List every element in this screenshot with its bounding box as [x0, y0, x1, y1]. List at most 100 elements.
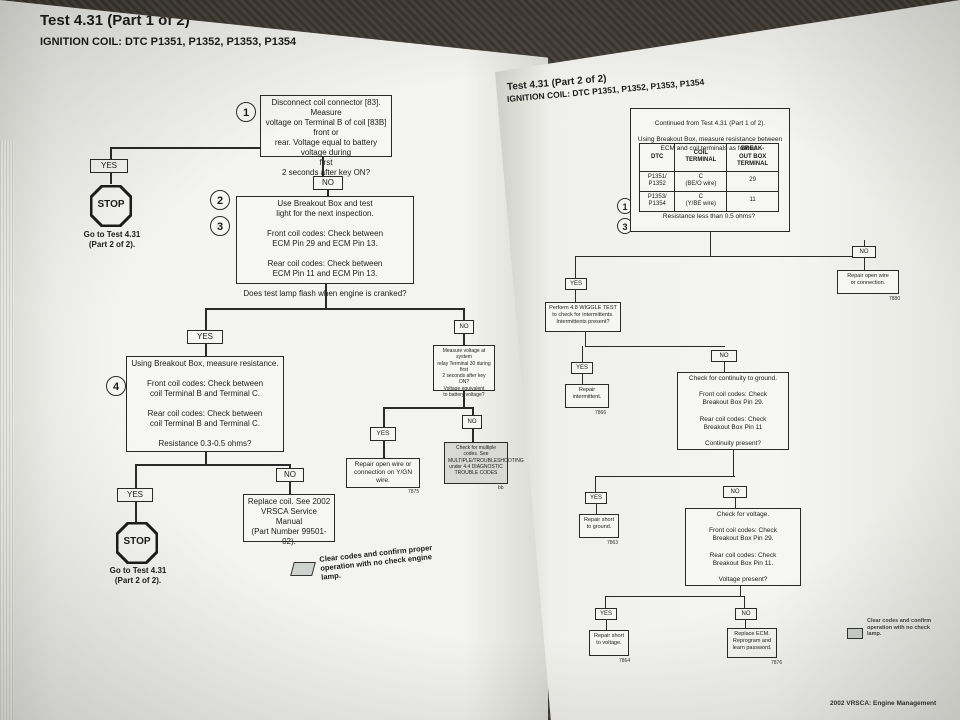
connector: [135, 464, 137, 488]
connector: [596, 504, 598, 514]
clear-codes-note: Clear codes and confirm operation with n…: [867, 618, 932, 638]
connector: [110, 147, 260, 149]
repair-wire-box: Repair open wire or connection on Y/GN w…: [346, 458, 420, 488]
connector: [710, 232, 712, 256]
yes-label: YES: [571, 362, 593, 374]
no-label: NO: [735, 608, 757, 620]
figure-number: 7866: [595, 410, 607, 416]
connector: [575, 256, 865, 258]
yes-label: YES: [187, 330, 223, 344]
page-edges: [0, 140, 14, 720]
connector: [744, 596, 746, 608]
measure-relay-box: Measure voltage at system relay Terminal…: [433, 345, 495, 398]
connector: [289, 481, 291, 495]
repair-open-box: Repair open wire or connection.: [837, 270, 899, 294]
connector: [585, 346, 725, 348]
connector: [383, 440, 385, 460]
step-number-4: 4: [106, 376, 126, 396]
table-cell: P1353/ P1354: [638, 190, 676, 212]
table-cell: C (BE/O wire): [674, 170, 728, 192]
step-number-2: 2: [210, 190, 230, 210]
stop-text: STOP: [123, 536, 151, 547]
connector: [322, 157, 324, 177]
table-cell: C (Y/BE wire): [674, 190, 728, 212]
connector: [605, 596, 607, 608]
connector: [463, 308, 465, 320]
clear-codes-note: Clear codes and confirm proper operation…: [318, 543, 433, 582]
yes-label: YES: [595, 608, 617, 620]
no-label: NO: [852, 246, 876, 258]
connector: [205, 308, 463, 310]
no-label: NO: [276, 468, 304, 482]
yes-label: YES: [90, 159, 128, 173]
connector: [575, 256, 577, 278]
check-voltage-box: Check for voltage. Front coil codes: Che…: [685, 508, 801, 586]
table-cell: 11: [726, 190, 779, 212]
step-number-1: 1: [236, 102, 256, 122]
goto-part2-caption: Go to Test 4.31 (Part 2 of 2).: [83, 230, 141, 249]
connector: [864, 258, 866, 272]
no-label: NO: [454, 320, 474, 334]
figure-number: 7864: [619, 658, 631, 664]
check-multiple-codes-box: Check for multiple codes. See MULTIPLE/T…: [444, 442, 524, 484]
continued-box: Continued from Test 4.31 (Part 1 of 2). …: [630, 108, 790, 232]
continuity-box: Check for continuity to ground. Front co…: [677, 372, 789, 450]
connector: [205, 308, 207, 330]
table-row: P1353/ P1354 C (Y/BE wire) 11: [638, 190, 779, 212]
repair-intermittent-box: Repair intermittent.: [565, 384, 609, 408]
connector: [289, 464, 291, 470]
yes-label: YES: [117, 488, 153, 502]
connector: [205, 343, 207, 357]
left-page: Test 4.31 (Part 1 of 2) IGNITION COIL: D…: [0, 0, 548, 720]
connector: [605, 596, 745, 598]
connector: [740, 586, 742, 596]
step23-box: Use Breakout Box and test light for the …: [236, 196, 414, 298]
connector: [463, 391, 465, 407]
figure-number: 7863: [607, 540, 619, 546]
no-label: NO: [462, 415, 482, 429]
connector: [383, 407, 473, 409]
table-cell: 29: [726, 170, 779, 192]
dtc-table: DTC COIL TERMINAL BREAK- OUT BOX TERMINA…: [638, 143, 779, 212]
connector: [582, 374, 584, 386]
no-label: NO: [313, 176, 343, 190]
connector: [472, 428, 474, 444]
wiggle-test-box: Perform 4.8 WIGGLE TEST to check for int…: [545, 302, 621, 332]
connector: [582, 346, 584, 362]
left-page-title: Test 4.31 (Part 1 of 2): [40, 12, 190, 29]
repair-short-ground-box: Repair short to ground.: [579, 514, 619, 538]
repair-short-voltage-box: Repair short to voltage.: [589, 630, 629, 656]
goto-part2-caption: Go to Test 4.31 (Part 2 of 2).: [109, 566, 167, 585]
connector: [110, 172, 112, 184]
yes-label: YES: [565, 278, 587, 290]
table-header: COIL TERMINAL: [674, 143, 728, 172]
left-page-subtitle: IGNITION COIL: DTC P1351, P1352, P1353, …: [40, 36, 297, 48]
footer: 2002 VRSCA: Engine Management: [830, 700, 937, 707]
stop-text: STOP: [97, 199, 125, 210]
replace-ecm-box: Replace ECM. Reprogram and learn passwor…: [727, 628, 777, 658]
replace-coil-box: Replace coil. See 2002 VRSCA Service Man…: [243, 494, 335, 546]
connector: [325, 284, 327, 308]
table-row: P1351/ P1352 C (BE/O wire) 29: [638, 170, 779, 192]
connector: [606, 620, 608, 630]
connector: [135, 501, 137, 523]
table-header: DTC: [638, 143, 676, 172]
stop-sign-1: STOP: [90, 185, 132, 227]
figure-number: 7876: [771, 660, 783, 666]
stop-sign-2: STOP: [116, 522, 158, 564]
connector: [595, 476, 597, 492]
note-hand-icon: [847, 628, 863, 639]
figure-number: bb: [498, 485, 504, 491]
connector: [205, 452, 207, 464]
connector: [735, 498, 737, 510]
figure-number: 7875: [408, 489, 420, 495]
figure-number: 7880: [889, 296, 901, 302]
table-cell: P1351/ P1352: [638, 170, 676, 192]
continued-question: Resistance less than 0.5 ohms?: [662, 213, 756, 220]
yes-label: YES: [370, 427, 396, 441]
connector: [110, 147, 112, 159]
connector: [327, 189, 329, 197]
step-number-3: 3: [210, 216, 230, 236]
right-page: Test 4.31 (Part 2 of 2) IGNITION COIL: D…: [495, 0, 960, 720]
yes-label: YES: [585, 492, 607, 504]
